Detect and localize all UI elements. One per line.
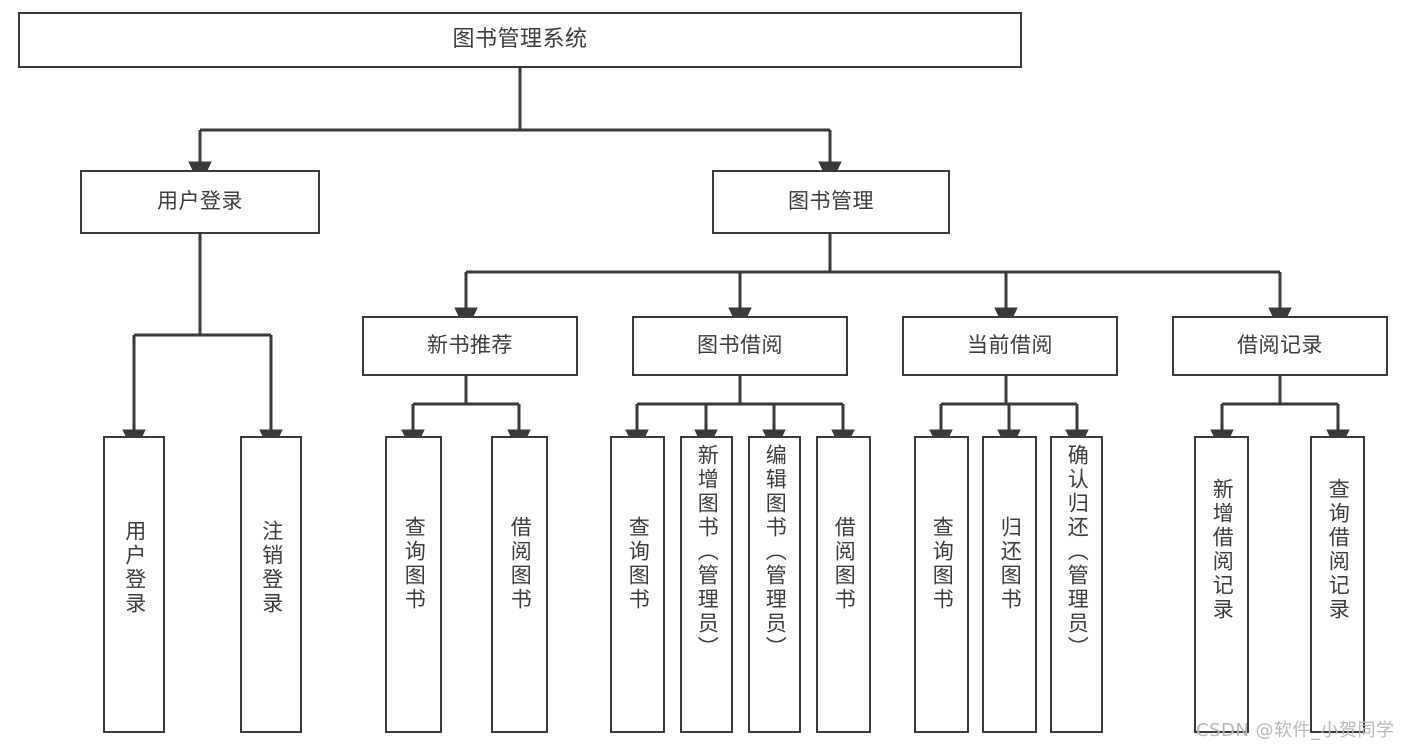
node-leaf-logout-login[interactable]: 注销登录 <box>240 436 302 733</box>
node-leaf-borrow-book-borrow[interactable]: 借阅图书 <box>816 436 871 733</box>
node-label: 图书管理系统 <box>452 26 588 52</box>
node-label: 图书管理 <box>788 189 874 214</box>
node-label: 借阅记录 <box>1237 333 1323 358</box>
node-book-management[interactable]: 图书管理 <box>712 170 950 234</box>
node-label: 注销登录 <box>259 520 284 616</box>
node-label: 查询图书 <box>930 516 955 612</box>
node-leaf-add-borrow-record[interactable]: 新增借阅记录 <box>1194 436 1249 733</box>
node-leaf-add-book-admin[interactable]: 新增图书（管理员） <box>680 436 733 733</box>
node-leaf-query-book-current[interactable]: 查询图书 <box>914 436 969 733</box>
node-label: 用户登录 <box>122 520 147 616</box>
node-label: 新增图书（管理员） <box>695 444 720 660</box>
node-label: 确认归还（管理员） <box>1065 444 1090 660</box>
node-leaf-return-book[interactable]: 归还图书 <box>982 436 1037 733</box>
node-book-borrow[interactable]: 图书借阅 <box>632 316 848 376</box>
node-leaf-confirm-return-admin[interactable]: 确认归还（管理员） <box>1050 436 1103 733</box>
node-label: 新书推荐 <box>427 333 513 358</box>
watermark-csdn: CSDN @软件_小贺同学 <box>1196 720 1395 741</box>
node-borrow-record[interactable]: 借阅记录 <box>1172 316 1388 376</box>
node-leaf-query-borrow-record[interactable]: 查询借阅记录 <box>1310 436 1365 733</box>
node-user-login[interactable]: 用户登录 <box>80 170 320 234</box>
node-label: 新增借阅记录 <box>1210 478 1235 622</box>
node-label: 借阅图书 <box>508 516 533 612</box>
node-label: 借阅图书 <box>832 516 857 612</box>
node-label: 查询图书 <box>402 516 427 612</box>
node-label: 查询借阅记录 <box>1326 478 1351 622</box>
node-new-book-recommend[interactable]: 新书推荐 <box>362 316 578 376</box>
node-label: 图书借阅 <box>697 333 783 358</box>
node-label: 查询图书 <box>626 516 651 612</box>
node-label: 用户登录 <box>157 189 243 214</box>
node-leaf-user-login[interactable]: 用户登录 <box>103 436 165 733</box>
node-label: 归还图书 <box>998 516 1023 612</box>
node-current-borrow[interactable]: 当前借阅 <box>902 316 1118 376</box>
node-leaf-edit-book-admin[interactable]: 编辑图书（管理员） <box>748 436 801 733</box>
node-label: 编辑图书（管理员） <box>763 444 788 660</box>
node-root-book-management-system[interactable]: 图书管理系统 <box>18 12 1022 68</box>
node-leaf-query-book-new-book[interactable]: 查询图书 <box>385 436 442 733</box>
node-leaf-query-book-borrow[interactable]: 查询图书 <box>610 436 665 733</box>
node-label: 当前借阅 <box>967 333 1053 358</box>
node-leaf-borrow-book-new-book[interactable]: 借阅图书 <box>491 436 548 733</box>
